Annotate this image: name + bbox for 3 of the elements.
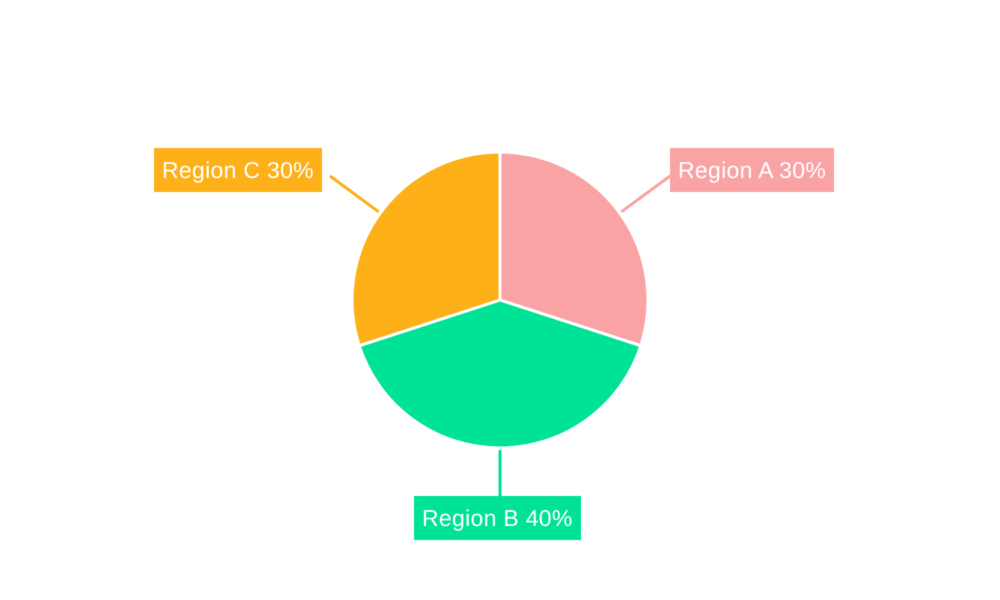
data-label: Region C 30% [154, 148, 322, 192]
data-label: Region A 30% [670, 148, 834, 192]
data-label: Region B 40% [414, 496, 581, 540]
